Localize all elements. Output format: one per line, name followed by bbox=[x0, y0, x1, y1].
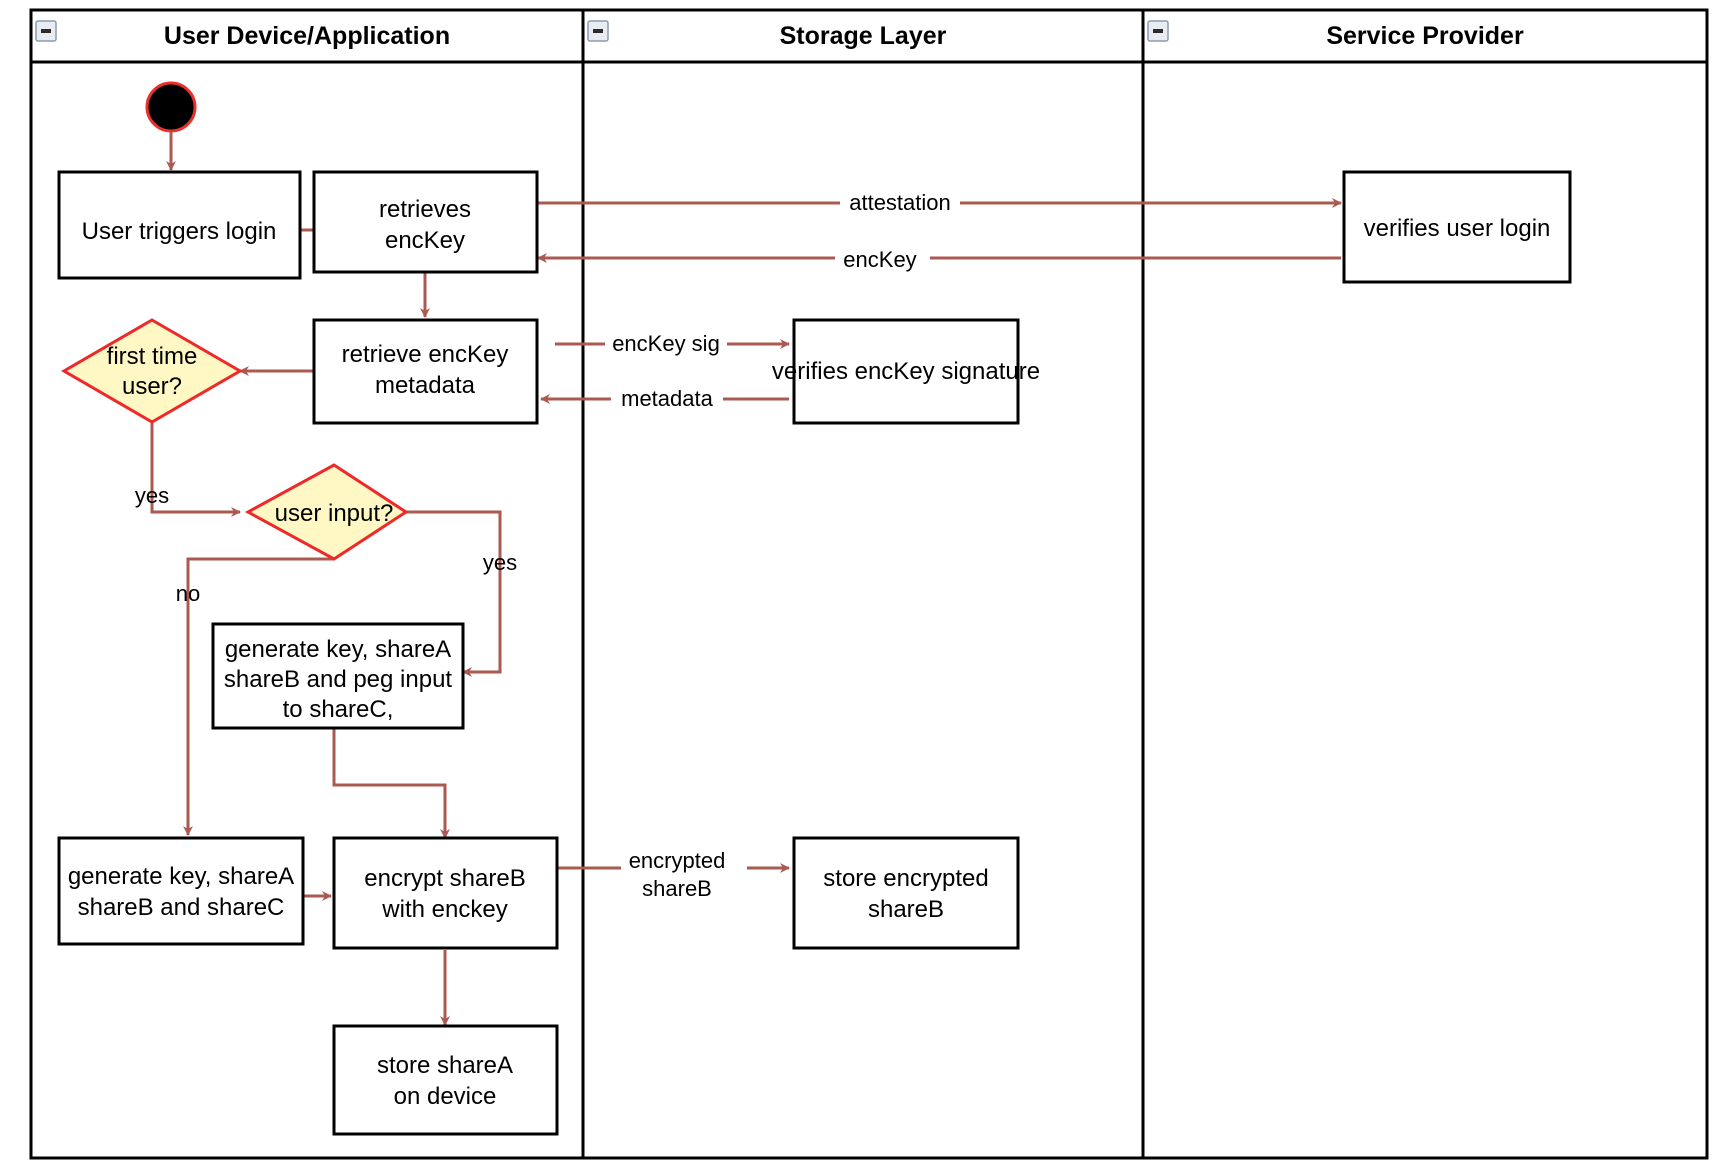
node-label-verifies-sig: verifies encKey signature bbox=[772, 358, 1040, 385]
flow-connectors bbox=[150, 125, 1342, 1026]
label-bg-encrypted-1 bbox=[621, 845, 747, 873]
lane-header-service-provider: Service Provider bbox=[1147, 20, 1524, 50]
node-label-peg-line2: shareB and peg input bbox=[224, 666, 453, 693]
node-label-user-input: user input? bbox=[275, 500, 394, 527]
node-label-retrieves-line2: encKey bbox=[385, 227, 465, 254]
label-bg-attestation bbox=[840, 186, 960, 216]
edge-labels: attestation encKey encKey sig metadata y… bbox=[135, 186, 960, 901]
lane-header-user-device: User Device/Application bbox=[35, 20, 450, 50]
node-label-retrieves-line1: retrieves bbox=[379, 196, 471, 223]
node-store-encrypted-shareb[interactable]: store encrypted shareB bbox=[792, 836, 1020, 950]
label-bg-enckey bbox=[835, 243, 930, 273]
node-decision-first-time-user[interactable]: first time user? bbox=[61, 318, 243, 424]
node-label-store-sharea-line1: store shareA bbox=[377, 1052, 513, 1079]
edge-userinput-no bbox=[183, 557, 334, 836]
edge-label-encrypted-line1: encrypted bbox=[629, 848, 726, 873]
edge-peg-to-encrypt bbox=[332, 727, 450, 839]
edge-label-no-userinput: no bbox=[176, 581, 200, 606]
node-label-first-time-line2: user? bbox=[122, 373, 182, 400]
node-verifies-user-login[interactable]: verifies user login bbox=[1342, 170, 1572, 284]
node-label-metadata-line1: retrieve encKey bbox=[342, 341, 509, 368]
node-label-first-time-line1: first time bbox=[107, 343, 198, 370]
node-label-store-enc-line2: shareB bbox=[868, 896, 944, 923]
edge-label-encrypted-line2: shareB bbox=[642, 876, 712, 901]
edge-label-enckey-sig: encKey sig bbox=[612, 331, 720, 356]
node-label-encrypt-line2: with enckey bbox=[381, 896, 507, 923]
node-store-sharea[interactable]: store shareA on device bbox=[332, 1024, 559, 1136]
edge-label-metadata: metadata bbox=[621, 386, 713, 411]
lane-title-user-device: User Device/Application bbox=[164, 22, 450, 50]
collapse-minus-icon-lane-3[interactable] bbox=[1147, 20, 1169, 42]
lane-title-storage-layer: Storage Layer bbox=[780, 22, 947, 50]
edge-label-yes-userinput: yes bbox=[483, 550, 517, 575]
node-generate-peg[interactable]: generate key, shareA shareB and peg inpu… bbox=[211, 622, 465, 730]
node-retrieves-enckey[interactable]: retrieves encKey bbox=[312, 170, 539, 274]
node-label-metadata-line2: metadata bbox=[375, 372, 476, 399]
label-bg-metadata bbox=[611, 382, 723, 412]
edge-label-enckey: encKey bbox=[843, 247, 916, 272]
node-label-peg-line3: to shareC, bbox=[283, 696, 394, 723]
node-decision-user-input[interactable]: user input? bbox=[244, 463, 409, 561]
node-generate-shares[interactable]: generate key, shareA shareB and shareC bbox=[57, 836, 305, 946]
node-label-encrypt-line1: encrypt shareB bbox=[364, 865, 525, 892]
lane-frame bbox=[29, 8, 1709, 1160]
node-label-shares-line1: generate key, shareA bbox=[68, 863, 294, 890]
label-bg-enckey-sig bbox=[605, 327, 727, 357]
lane-title-service-provider: Service Provider bbox=[1326, 22, 1524, 50]
edge-label-attestation: attestation bbox=[849, 190, 951, 215]
edge-userinput-yes bbox=[406, 510, 502, 677]
node-user-triggers-login[interactable]: User triggers login bbox=[57, 170, 302, 280]
node-label-user-triggers-login: User triggers login bbox=[82, 218, 277, 245]
node-label-store-enc-line1: store encrypted bbox=[823, 865, 988, 892]
collapse-minus-icon-lane-1[interactable] bbox=[35, 20, 57, 42]
lane-header-storage-layer: Storage Layer bbox=[587, 20, 947, 50]
node-label-peg-line1: generate key, shareA bbox=[225, 636, 451, 663]
node-initial[interactable] bbox=[145, 81, 197, 133]
node-encrypt-shareb[interactable]: encrypt shareB with enckey bbox=[332, 836, 559, 950]
node-label-shares-line2: shareB and shareC bbox=[78, 894, 285, 921]
node-retrieve-enckey-metadata[interactable]: retrieve encKey metadata bbox=[312, 318, 539, 425]
collapse-minus-icon-lane-2[interactable] bbox=[587, 20, 609, 42]
node-label-verifies-login: verifies user login bbox=[1364, 215, 1551, 242]
edge-label-yes-firsttime: yes bbox=[135, 483, 169, 508]
edge-firsttime-yes bbox=[150, 415, 241, 517]
node-verifies-enckey-signature[interactable]: verifies encKey signature bbox=[772, 318, 1040, 425]
node-label-store-sharea-line2: on device bbox=[394, 1083, 497, 1110]
